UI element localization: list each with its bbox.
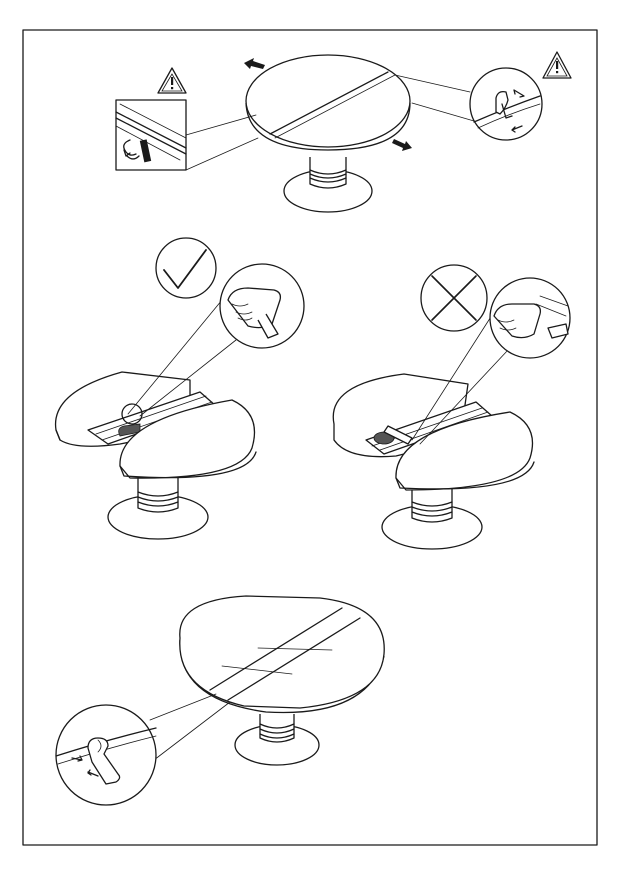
- table-top: [245, 54, 411, 148]
- step-1-pull-apart: [115, 51, 572, 213]
- table-column: [411, 488, 453, 523]
- double-arrow-icon: [513, 89, 525, 98]
- table-top-right-half: [119, 399, 256, 479]
- detail-rail-lock: [115, 99, 187, 171]
- arrow-left-icon: [87, 769, 99, 777]
- check-mark-icon: [163, 249, 207, 289]
- cross-mark-icon: [431, 275, 477, 321]
- page-border: [22, 29, 598, 846]
- table-top-right-half: [395, 411, 534, 491]
- table-split-line: [269, 71, 389, 135]
- arrow-right-icon: [392, 139, 412, 151]
- table-column: [309, 157, 347, 189]
- rotate-arrow-icon: [123, 139, 137, 156]
- step-2-correct-handling: [54, 237, 305, 540]
- step-3-extended-table: [55, 595, 385, 806]
- incorrect-circle: [420, 264, 488, 332]
- correct-circle: [155, 237, 217, 299]
- detail-latch-locked: [55, 704, 157, 806]
- warning-triangle-icon: [157, 67, 187, 94]
- step-2-incorrect-handling: [332, 264, 571, 550]
- table-top-extended: [179, 595, 385, 709]
- warning-triangle-icon: [542, 51, 572, 79]
- arrow-left-icon: [244, 58, 265, 69]
- table-split-line: [227, 617, 361, 701]
- table-split-line: [209, 607, 343, 691]
- arrow-right-icon: [71, 755, 83, 762]
- table-column: [137, 478, 179, 513]
